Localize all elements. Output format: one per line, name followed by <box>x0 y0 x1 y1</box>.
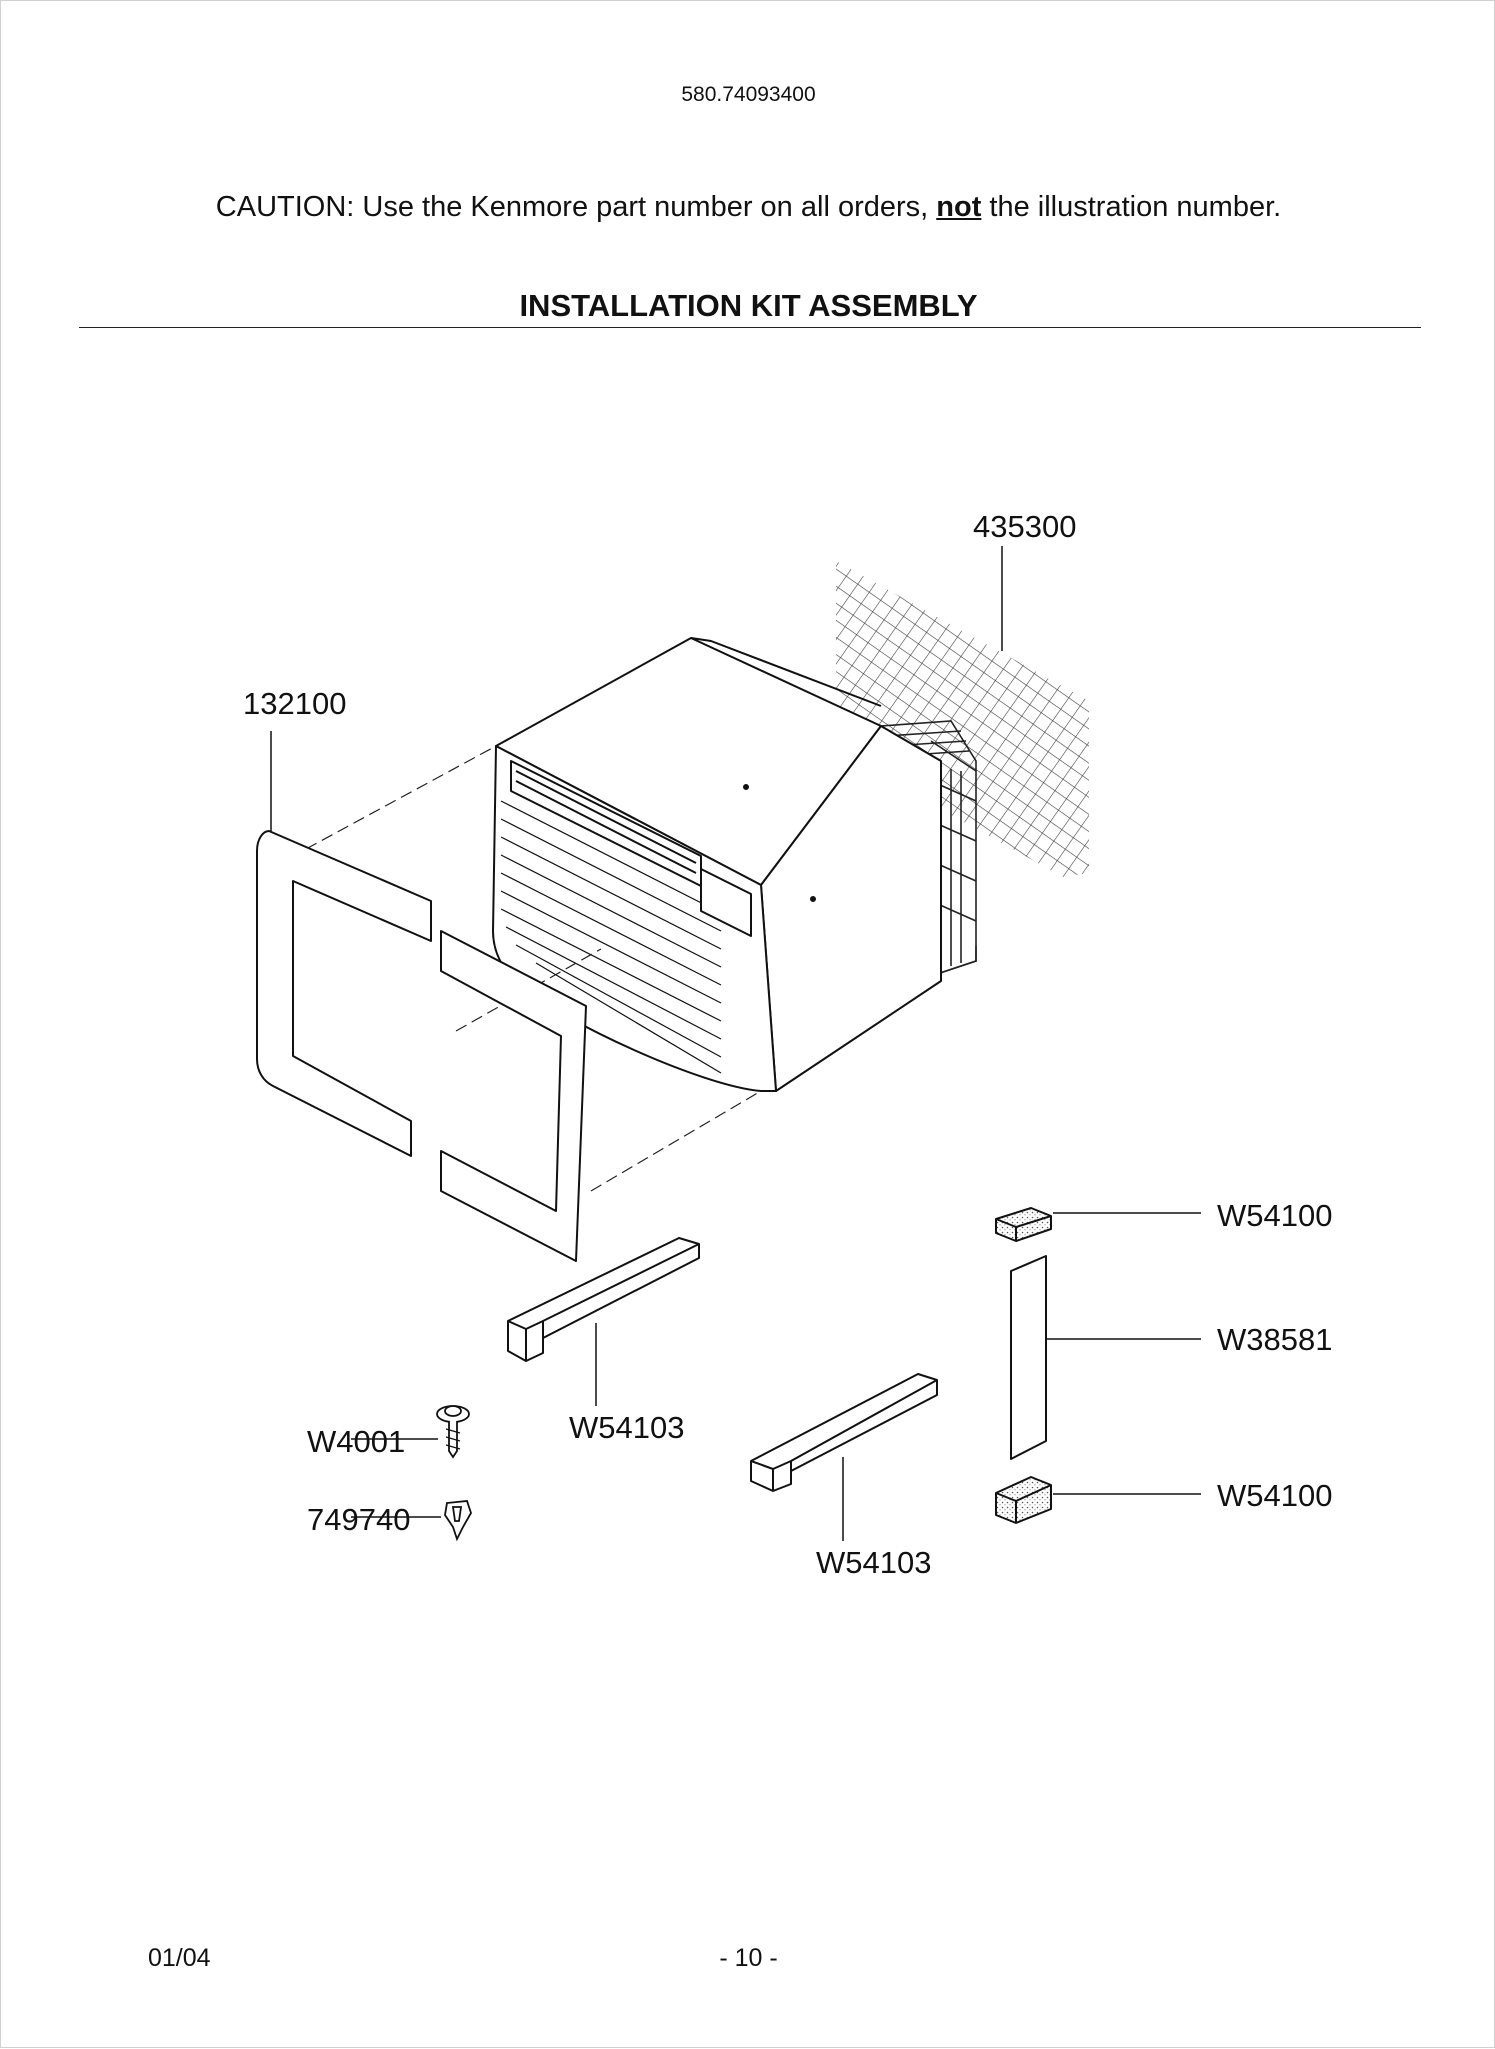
side-rail-right-part <box>750 1373 938 1492</box>
part-label-w54100-top: W54100 <box>1217 1198 1332 1233</box>
foam-block-top-part <box>995 1207 1052 1242</box>
caution-suffix: the illustration number. <box>981 191 1282 223</box>
foam-strip-part <box>1010 1255 1047 1460</box>
side-rail-left-part <box>507 1237 700 1362</box>
caution-text: CAUTION: Use the Kenmore part number on … <box>1 191 1495 224</box>
part-label-132100: 132100 <box>243 686 346 721</box>
footer-date: 01/04 <box>148 1944 211 1972</box>
part-label-w38581: W38581 <box>1217 1322 1332 1357</box>
model-number: 580.74093400 <box>681 83 816 106</box>
part-label-w54100-bottom: W54100 <box>1217 1478 1332 1513</box>
mesh-screen-part <box>836 561 1089 877</box>
foam-block-bottom-part <box>995 1476 1052 1524</box>
screw-part <box>436 1405 470 1459</box>
part-label-749740: 749740 <box>307 1502 410 1537</box>
footer-page-number: - 10 - <box>719 1944 778 1972</box>
part-label-w4001: W4001 <box>307 1424 405 1459</box>
section-title: INSTALLATION KIT ASSEMBLY <box>519 288 978 323</box>
title-divider <box>79 327 1421 328</box>
leader-lines <box>270 546 1201 1541</box>
caution-emphasis: not <box>936 191 982 223</box>
front-frame-part <box>256 830 587 1262</box>
part-label-w54103-right: W54103 <box>816 1545 931 1580</box>
part-label-w54103-left: W54103 <box>569 1410 684 1445</box>
clip-part <box>444 1500 472 1542</box>
caution-prefix: CAUTION: Use the Kenmore part number on … <box>215 191 937 223</box>
part-label-435300: 435300 <box>973 509 1076 544</box>
